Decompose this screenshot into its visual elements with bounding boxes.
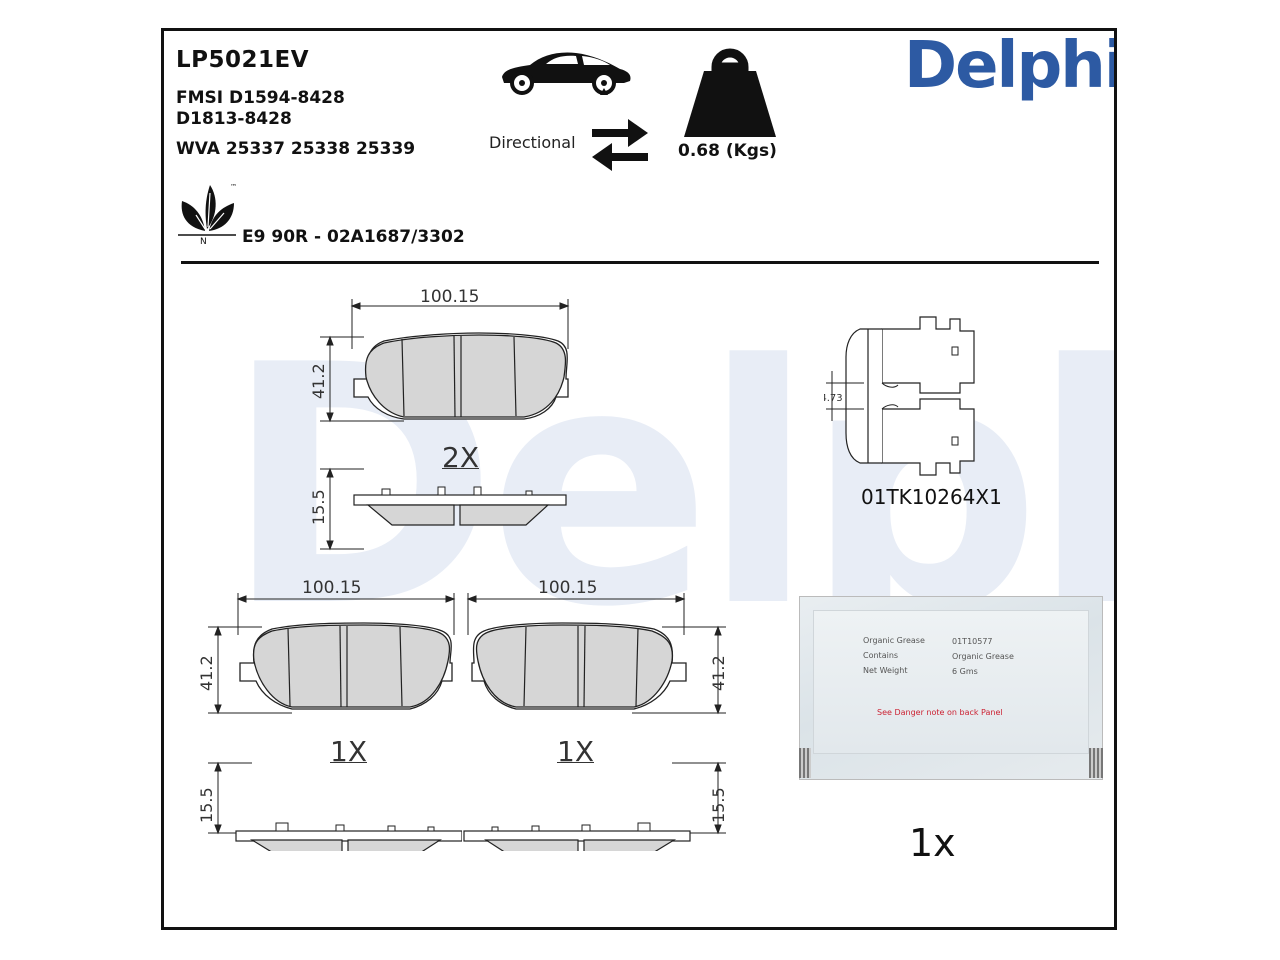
eco-leaf-icon: N ™	[178, 183, 237, 245]
ece-approval: E9 90R - 02A1687/3302	[242, 227, 465, 247]
fmsi-code-1: FMSI D1594-8428	[176, 88, 345, 108]
sachet-warning: See Danger note on back Panel	[877, 708, 1003, 717]
weight-value: 0.68 (Kgs)	[678, 141, 777, 161]
dimension-thickness-top: 15.5	[309, 489, 328, 525]
sachet-label-3: Net Weight	[863, 666, 908, 675]
dimension-height-right: 41.2	[709, 655, 728, 691]
fmsi-code-2: D1813-8428	[176, 109, 292, 129]
dimension-thickness-left: 15.5	[197, 787, 216, 823]
pad-drawing-top: 100.15 41.2 15.5	[309, 287, 570, 551]
accessory-clip-drawing: 14.73	[824, 316, 975, 476]
pad-drawing-left: 100.15 41.2 15.5	[197, 578, 462, 851]
dimension-thickness-right: 15.5	[709, 787, 728, 823]
delphi-logo: Delphi	[904, 29, 1117, 103]
sachet-value-1: 01T10577	[952, 637, 993, 646]
dimension-clip-gap: 14.73	[824, 393, 843, 404]
quantity-top: 2X	[442, 441, 479, 474]
sachet-seal-right	[1089, 748, 1103, 778]
directional-arrows-icon	[592, 119, 648, 171]
part-number: LP5021EV	[176, 47, 310, 73]
quantity-left: 1X	[330, 735, 367, 768]
quantity-right: 1X	[557, 735, 594, 768]
pad-drawing-right: 100.15 41.2 15.5	[463, 578, 728, 851]
directional-label: Directional	[489, 133, 576, 152]
dimension-width-right: 100.15	[538, 578, 597, 598]
sachet-seal-left	[799, 748, 811, 778]
dimension-width-left: 100.15	[302, 578, 361, 598]
eco-mark-letter: N	[200, 237, 207, 245]
car-icon	[502, 52, 631, 95]
sachet-label-1: Organic Grease	[863, 636, 925, 645]
grease-sachet: Organic Grease 01T10577 Contains Organic…	[799, 596, 1103, 780]
grease-quantity: 1x	[909, 821, 956, 865]
accessory-kit-code: 01TK10264X1	[861, 485, 1002, 509]
product-sheet: Delphi LP5021EV FMSI D1594-8428 D1813-84…	[161, 28, 1117, 930]
sachet-label-2: Contains	[863, 651, 899, 660]
sachet-label-area	[813, 610, 1089, 754]
header-divider	[181, 261, 1099, 264]
sachet-value-3: 6 Gms	[952, 667, 978, 676]
wva-codes: WVA 25337 25338 25339	[176, 139, 416, 159]
sachet-value-2: Organic Grease	[952, 652, 1014, 661]
dimension-height-top: 41.2	[309, 363, 328, 399]
dimension-height-left: 41.2	[197, 655, 216, 691]
weight-icon	[684, 48, 776, 137]
trademark-mark: ™	[230, 183, 237, 191]
dimension-width-top: 100.15	[420, 287, 479, 307]
